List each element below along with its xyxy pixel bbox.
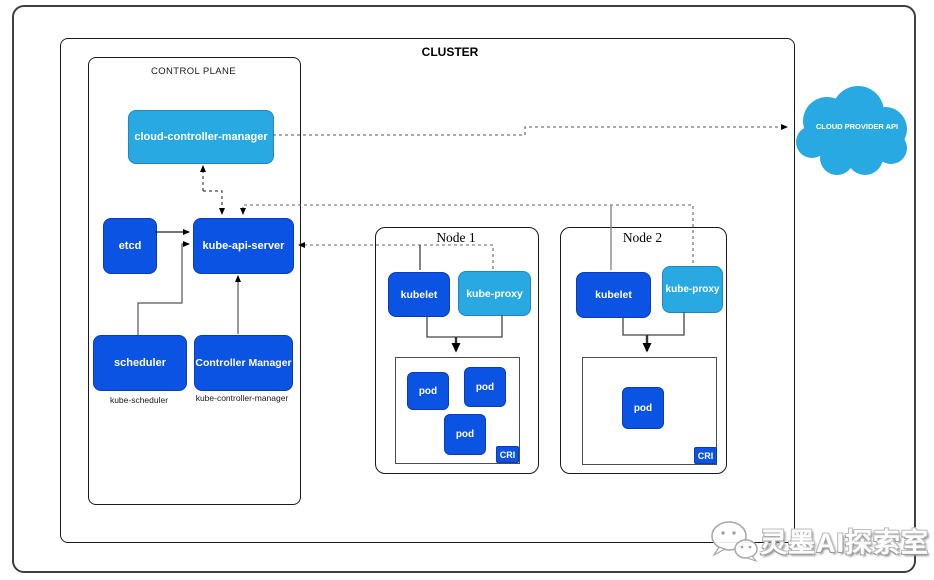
node1-pod: pod <box>407 372 449 410</box>
wechat-icon <box>711 521 758 562</box>
cluster-title: CLUSTER <box>421 45 479 59</box>
node2-pod: pod <box>622 387 664 429</box>
cloud-provider-api-label: CLOUD PROVIDER API <box>815 122 899 131</box>
node1-title: Node 1 <box>436 230 476 245</box>
watermark: 灵墨AI探索室 <box>708 518 929 562</box>
cluster-boundary <box>60 38 795 543</box>
node2-kube-proxy-box: kube-proxy <box>662 266 723 313</box>
scheduler-caption: kube-scheduler <box>109 395 169 405</box>
etcd-box: etcd <box>103 218 157 274</box>
node2-cri-tag: CRI <box>694 447 717 464</box>
node2-title: Node 2 <box>622 230 663 245</box>
kube-api-server-box: kube-api-server <box>193 218 294 274</box>
outer-frame <box>12 5 916 573</box>
node1-pod: pod <box>444 414 486 455</box>
control-plane-boundary <box>88 57 301 505</box>
scheduler-box: scheduler <box>93 335 187 391</box>
controller-manager-box: Controller Manager <box>194 335 293 391</box>
control-plane-title: CONTROL PLANE <box>150 66 237 77</box>
watermark-text: 灵墨AI探索室 <box>760 527 929 558</box>
controller-manager-caption: kube-controller-manager <box>195 393 289 403</box>
cloud-controller-manager-box: cloud-controller-manager <box>128 110 274 164</box>
node1-cri-tag: CRI <box>496 446 519 463</box>
node1-kubelet-box: kubelet <box>388 272 450 317</box>
node1-pod: pod <box>464 367 506 407</box>
node2-kubelet-box: kubelet <box>576 272 651 318</box>
node1-kube-proxy-box: kube-proxy <box>458 271 531 316</box>
